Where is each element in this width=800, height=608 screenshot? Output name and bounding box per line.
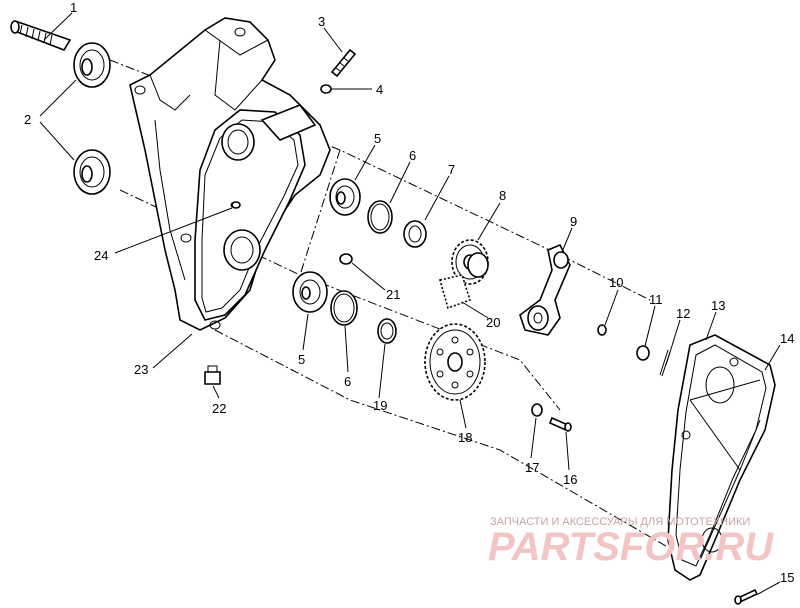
callout-22: 22 [212,401,226,416]
sprocket-bolt [548,416,572,432]
callout-1: 1 [70,0,77,15]
washer-17 [531,403,543,417]
callout-7: 7 [448,162,455,177]
dowel-pin [231,201,241,209]
callout-18: 18 [458,430,472,445]
adjuster-bolt [330,48,357,78]
input-shaft [10,20,72,51]
castle-nut [636,345,650,361]
callout-23: 23 [134,362,148,377]
callout-6-upper: 6 [409,148,416,163]
callout-2: 2 [24,112,31,127]
cover-screw [734,588,759,605]
bearing-lower [292,271,328,313]
callout-3: 3 [318,14,325,29]
callout-24: 24 [94,248,108,263]
watermark: ЗАПЧАСТИ И АКСЕССУАРЫ ДЛЯ МОТОТЕХНИКИ PA… [488,516,774,569]
retaining-ring-lower [330,290,358,326]
callout-15: 15 [780,570,794,585]
drain-plug [204,365,221,385]
leader-lines [39,12,781,595]
callout-20: 20 [486,315,500,330]
callout-16: 16 [563,472,577,487]
chaincase-cover [667,334,776,581]
oil-seal-upper [73,42,111,88]
callout-11: 11 [649,292,663,307]
callout-14: 14 [780,331,794,346]
callout-17: 17 [525,460,539,475]
thrust-washer [377,318,397,344]
chaincase-housing [129,17,331,331]
driven-sprocket [424,323,486,401]
bearing-upper [329,178,361,216]
callout-10: 10 [609,275,623,290]
watermark-logo: PARTSFOR.RU [488,525,774,569]
callout-5-upper: 5 [374,131,381,146]
drive-chain [438,274,471,310]
watermark-caption: ЗАПЧАСТИ И АКСЕССУАРЫ ДЛЯ МОТОТЕХНИКИ [490,516,750,528]
callout-9: 9 [570,214,577,229]
callout-5-lower: 5 [298,352,305,367]
spacer [403,220,427,248]
jam-nut [320,84,332,94]
housing-nut [339,253,353,265]
callout-12: 12 [676,306,690,321]
callout-19: 19 [373,398,387,413]
callout-4: 4 [376,82,383,97]
callout-21: 21 [386,287,400,302]
oil-seal-lower [73,149,111,195]
callout-13: 13 [711,298,725,313]
drive-sprocket [451,239,489,285]
retaining-ring-upper [367,200,393,234]
callout-8: 8 [499,188,506,203]
callout-labels: 1 2 3 4 5 6 7 8 9 10 11 12 13 14 15 16 1… [24,0,794,585]
callout-6-lower: 6 [344,374,351,389]
chain-tensioner [519,243,571,336]
cotter-pin [659,349,671,377]
washer-10 [597,324,607,336]
